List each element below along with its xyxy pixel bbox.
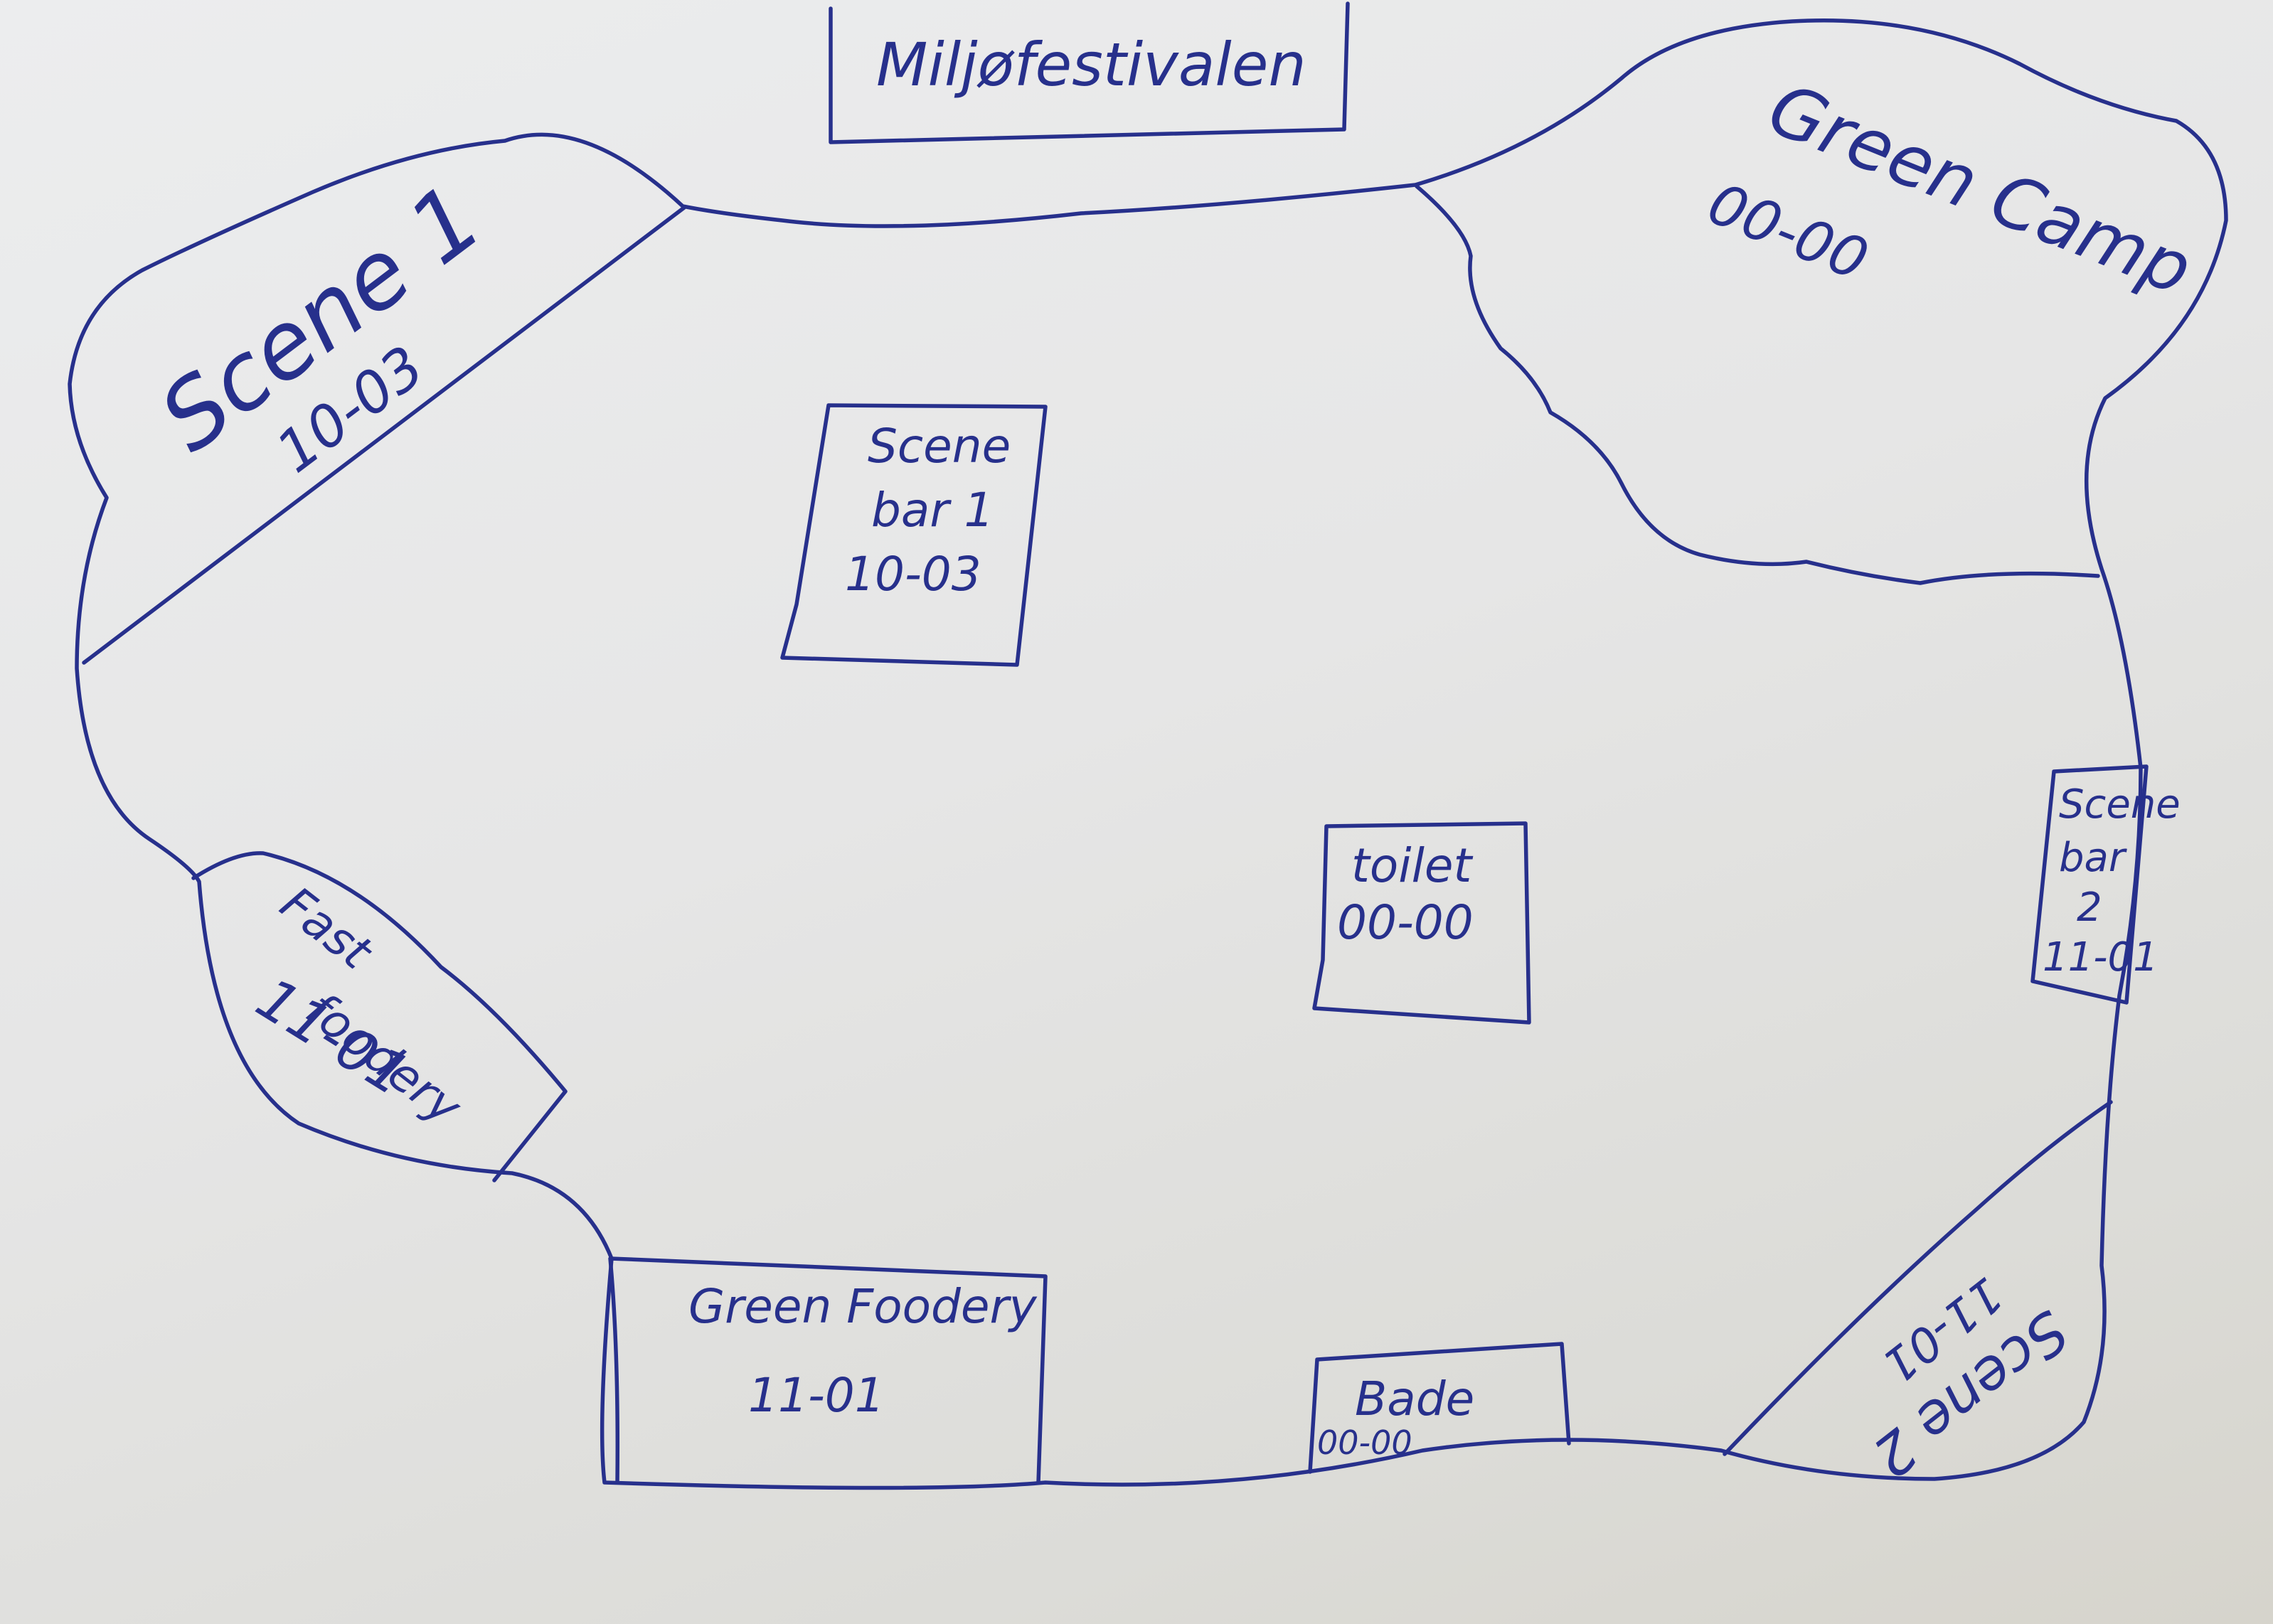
green-foodery-name: Green Foodery: [688, 1279, 1038, 1334]
scene-bar-1-hours: 10-03: [845, 547, 981, 602]
green-camp-border: [1415, 184, 2100, 585]
green-foodery-box: [608, 1256, 1048, 1485]
scene-bar-2-hours: 11-01: [2043, 934, 2158, 981]
bade-hours: 00-00: [1317, 1423, 1412, 1462]
scene2-border: [1723, 1100, 2113, 1456]
toilet-box: [1312, 821, 1531, 1025]
bade-name: Bade: [1355, 1372, 1474, 1426]
scene-bar-2-name-line2: bar: [2059, 835, 2127, 881]
scene1-label: Scene 1 10-03: [140, 164, 501, 486]
scene-bar-1-box: [780, 403, 1048, 667]
title-text: Miljøfestivalen: [876, 30, 1306, 100]
festival-boundary: [68, 18, 2228, 1490]
scene1-border: [82, 205, 686, 665]
fast-foodery-border: [191, 851, 568, 1182]
toilet-hours: 00-00: [1337, 895, 1474, 950]
bade-box: [1308, 1342, 1571, 1474]
scene-bar-1-name-line1: Scene: [868, 419, 1011, 474]
title-box: [829, 1, 1350, 144]
scene-bar-2-name-line3: 2: [2077, 885, 2102, 931]
green-camp-hours: 00-00: [1699, 170, 1877, 293]
fast-foodery-name-line1: Fast: [270, 876, 383, 981]
green-foodery-hours: 11-01: [748, 1368, 885, 1423]
toilet-name: toilet: [1351, 838, 1474, 893]
scene-bar-1-name-line2: bar 1: [871, 483, 994, 538]
scene-bar-2-name-line1: Scene: [2059, 781, 2181, 828]
scene-bar-2-box: [2030, 764, 2149, 1005]
